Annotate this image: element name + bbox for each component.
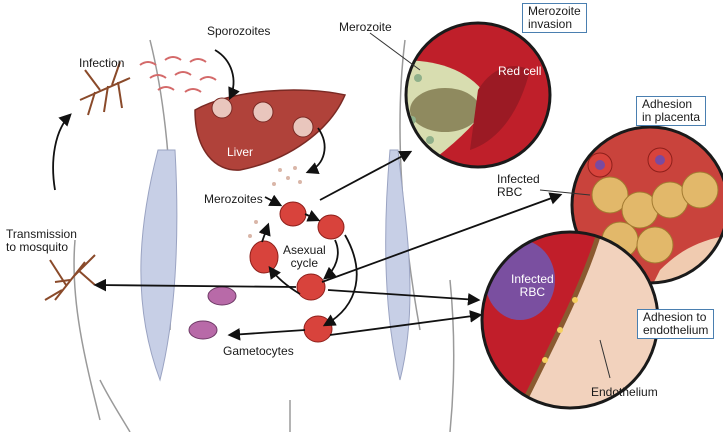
mosquito-transmission-icon [44, 254, 96, 301]
label-infection: Infection [79, 56, 125, 70]
label-sporozoites: Sporozoites [207, 24, 271, 38]
blood-vessel-left [140, 149, 178, 382]
sporozoites-cluster [139, 56, 217, 93]
label-endothelium: Endothelium [591, 385, 658, 399]
mosquito-infection-icon [79, 61, 131, 116]
liver-cell-2 [252, 101, 274, 123]
label-infected-rbc-bottom: Infected RBC [511, 272, 554, 299]
label-transmission: Transmission to mosquito [6, 227, 77, 254]
liver-cell-1 [211, 97, 233, 119]
label-gametocytes: Gametocytes [223, 344, 294, 358]
liver-organ [194, 89, 347, 171]
label-merozoites: Merozoites [204, 192, 263, 206]
label-liver: Liver [227, 145, 254, 159]
callout-adhesion-endothelium: Adhesion to endothelium [637, 309, 715, 339]
blood-vessel-right [385, 149, 411, 381]
gametocyte-cells [188, 286, 237, 340]
callout-adhesion-placenta: Adhesion in placenta [636, 96, 707, 126]
label-asexual-cycle: Asexual cycle [283, 243, 326, 270]
inset-merozoite-invasion [406, 23, 550, 167]
label-merozoite: Merozoite [339, 20, 392, 34]
cycle-arrows [52, 49, 563, 341]
inset-endothelium [482, 232, 658, 408]
merozoites-dots [248, 166, 302, 238]
red-blood-cells [249, 201, 345, 343]
callout-merozoite-invasion: Merozoite invasion [522, 3, 587, 33]
callout-leaders [369, 32, 611, 379]
label-red-cell: Red cell [498, 64, 542, 78]
liver-cell-3 [292, 116, 314, 138]
label-infected-rbc-top: Infected RBC [497, 172, 540, 199]
